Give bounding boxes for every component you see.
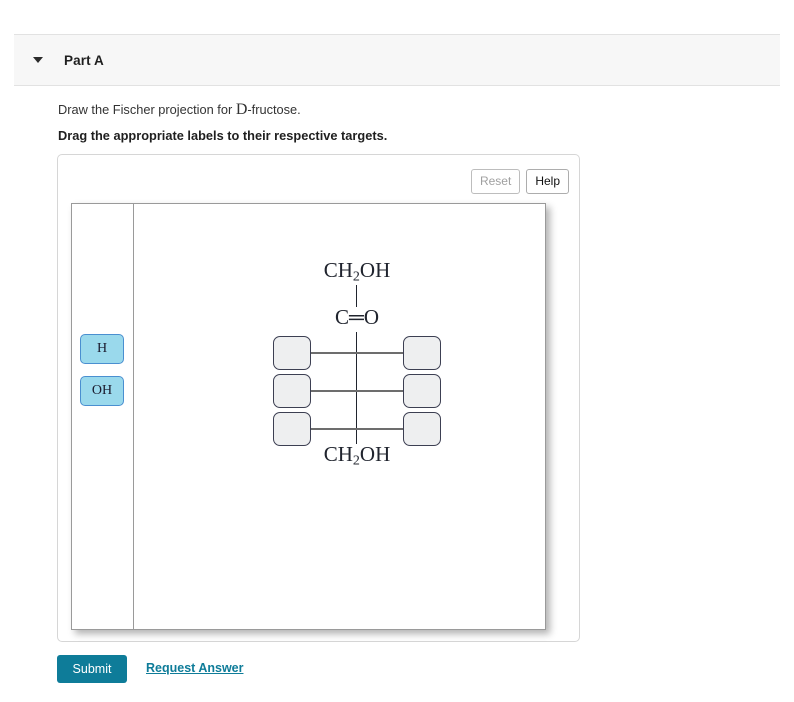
part-header: Part A xyxy=(14,34,780,86)
drop-target-row3-right[interactable] xyxy=(403,412,441,446)
panel-toolbar: Reset Help xyxy=(470,169,569,194)
fischer-bottom-group-text: CH xyxy=(323,442,353,466)
drag-label-h[interactable]: H xyxy=(80,334,124,364)
fischer-carbonyl: C═O xyxy=(334,305,380,329)
drop-target-row1-left[interactable] xyxy=(273,336,311,370)
bond-vertical-top xyxy=(356,285,357,307)
question-prompt-after: -fructose. xyxy=(247,102,301,117)
page-title: Part A xyxy=(64,52,104,68)
drag-label-oh[interactable]: OH xyxy=(80,376,124,406)
triangle-down-icon[interactable] xyxy=(33,57,43,63)
bond-horizontal-right-3 xyxy=(356,428,404,430)
drop-target-row2-right[interactable] xyxy=(403,374,441,408)
bond-horizontal-right-2 xyxy=(356,390,404,392)
fischer-bottom-group-sub: 2 xyxy=(352,453,360,469)
reset-button[interactable]: Reset xyxy=(470,169,521,194)
drop-target-row2-left[interactable] xyxy=(273,374,311,408)
drop-target-row1-right[interactable] xyxy=(403,336,441,370)
help-button[interactable]: Help xyxy=(526,169,569,194)
label-bank: H OH xyxy=(80,334,126,418)
submit-button[interactable]: Submit xyxy=(57,655,127,683)
question-prompt-math: D xyxy=(235,101,248,118)
fischer-row-1 xyxy=(272,336,442,370)
canvas-divider xyxy=(133,204,134,629)
fischer-top-group-sub: 2 xyxy=(352,269,360,285)
bond-horizontal-left-1 xyxy=(310,352,358,354)
bond-horizontal-left-3 xyxy=(310,428,358,430)
bond-horizontal-right-1 xyxy=(356,352,404,354)
question-instruction: Drag the appropriate labels to their res… xyxy=(58,128,388,143)
bond-vertical-backbone xyxy=(356,332,357,444)
answer-panel: Reset Help H OH CH2OH C═O xyxy=(57,154,580,642)
drawing-canvas[interactable]: H OH CH2OH C═O xyxy=(71,203,546,630)
drop-target-row3-left[interactable] xyxy=(273,412,311,446)
request-answer-link[interactable]: Request Answer xyxy=(146,661,244,675)
fischer-row-2 xyxy=(272,374,442,408)
fischer-bottom-group-rest: OH xyxy=(359,442,391,466)
fischer-projection: CH2OH C═O CH2OH xyxy=(272,258,442,478)
bond-horizontal-left-2 xyxy=(310,390,358,392)
fischer-row-3 xyxy=(272,412,442,446)
fischer-top-group-rest: OH xyxy=(359,258,391,282)
question-prompt-before: Draw the Fischer projection for xyxy=(58,102,236,117)
fischer-bottom-group: CH2OH xyxy=(272,442,442,470)
question-prompt: Draw the Fischer projection for D-fructo… xyxy=(58,101,301,119)
fischer-top-group-text: CH xyxy=(323,258,353,282)
fischer-top-group: CH2OH xyxy=(272,258,442,286)
